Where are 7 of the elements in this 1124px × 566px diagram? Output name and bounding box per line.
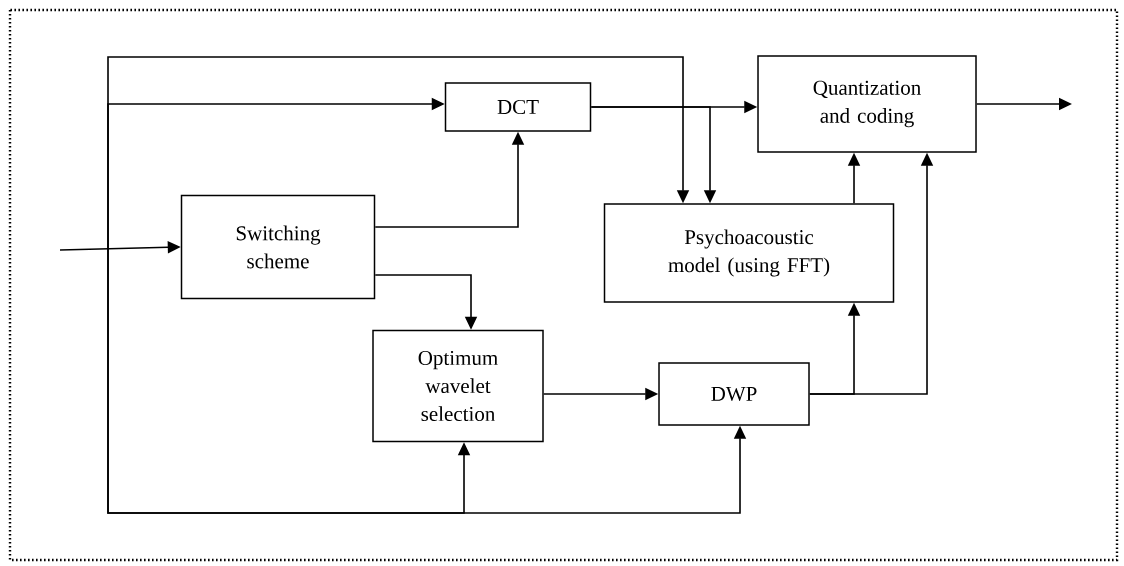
arrow (107, 56, 690, 251)
process-box: Psychoacoustic model (using FFT) (603, 203, 895, 303)
process-box: DWP (658, 362, 810, 426)
process-box: Quantization and coding (757, 55, 977, 153)
process-box: Switching scheme (180, 194, 376, 300)
process-box: Optimum wavelet selection (372, 329, 544, 443)
process-box: DCT (444, 82, 592, 132)
